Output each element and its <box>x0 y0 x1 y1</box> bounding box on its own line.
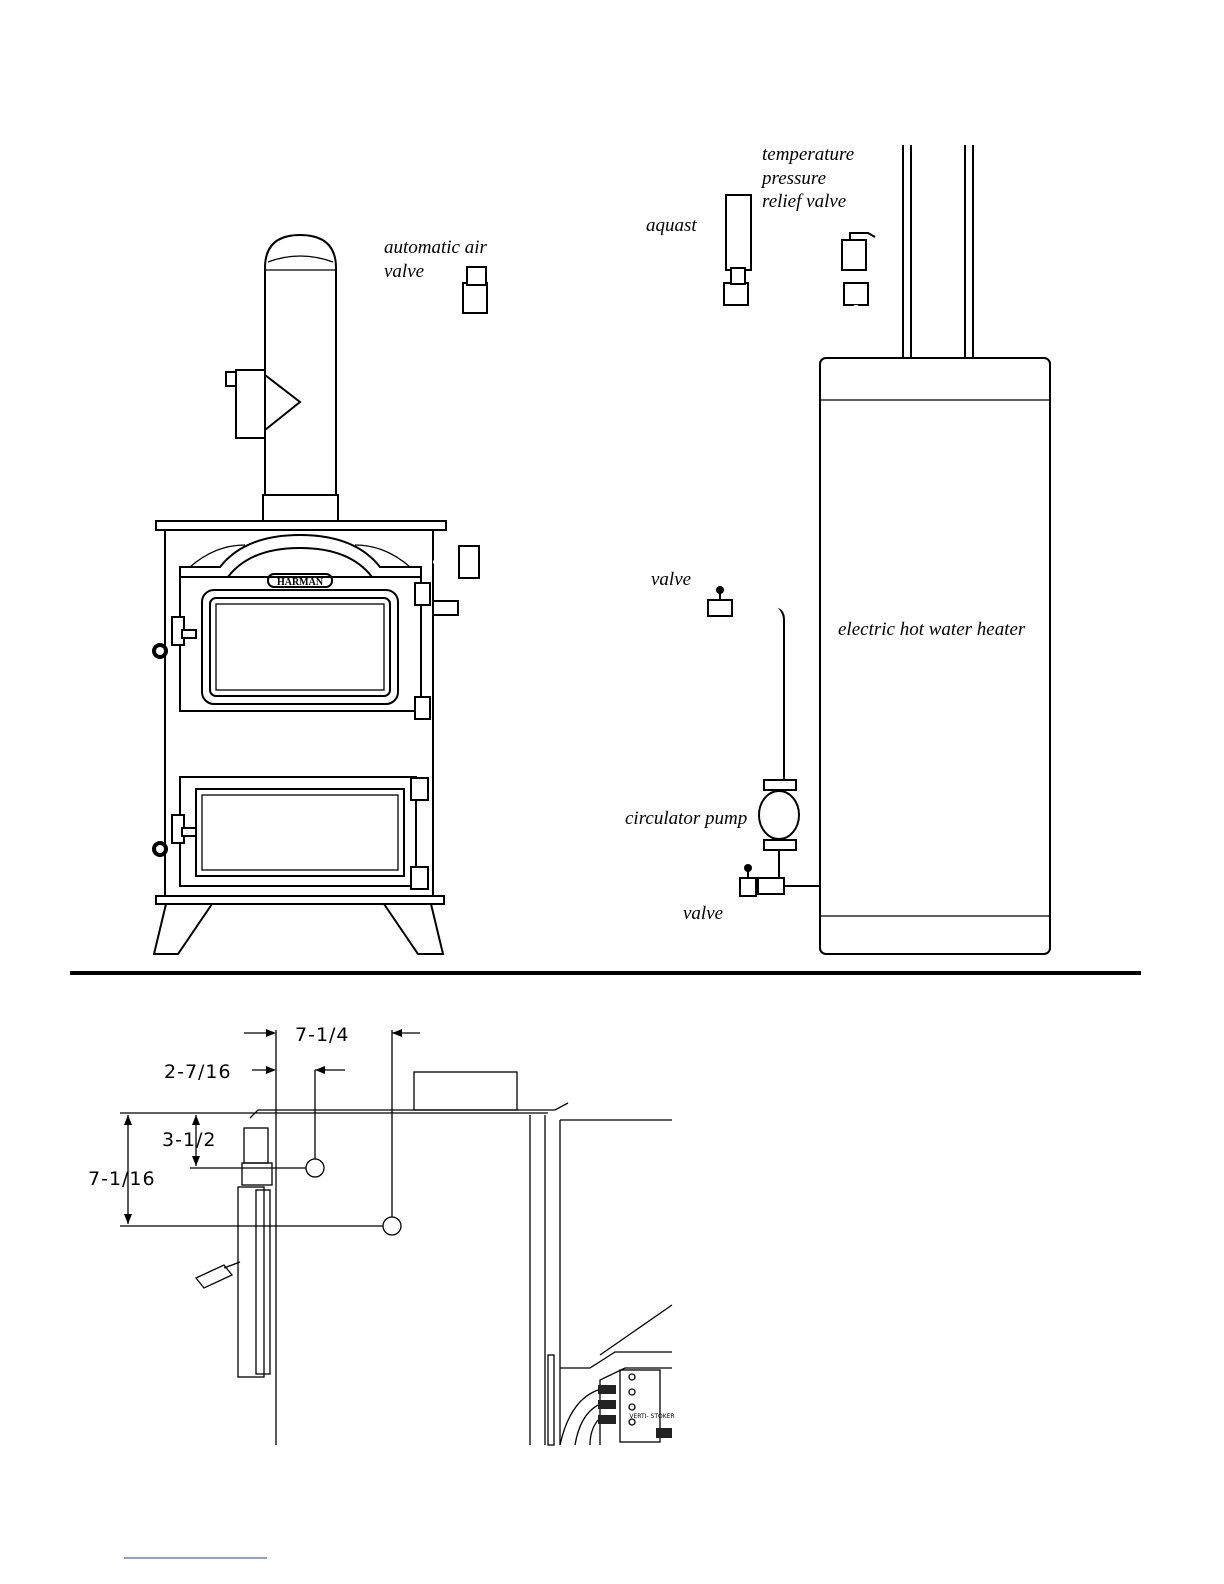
water-heater-label: electric hot water heater <box>838 619 1026 640</box>
air-valve-label-line2: valve <box>384 261 424 282</box>
pipe-fitting-lower <box>383 1217 401 1235</box>
air-valve-label-line1: automatic air <box>384 237 488 258</box>
brand-label: HARMAN <box>277 577 324 588</box>
heater-vent-pipes <box>903 145 973 358</box>
relief-valve-label-line2: pressure <box>760 168 826 189</box>
air-valve-device <box>467 267 486 285</box>
lower-valve-handle <box>740 864 756 896</box>
dim-7-1-4: 7-1/4 <box>295 1024 350 1046</box>
upper-valve-handle <box>716 586 724 600</box>
aquastat-device <box>726 195 751 270</box>
dim-3-1-2: 3-1/2 <box>162 1129 217 1151</box>
dim-7-1-16: 7-1/16 <box>88 1168 156 1190</box>
water-heater <box>820 358 1050 954</box>
dim-2-7-16: 2-7/16 <box>164 1061 232 1083</box>
aquastat-label: aquast <box>646 215 697 236</box>
section-divider <box>70 971 1141 975</box>
stove-illustration: HARMAN <box>152 235 446 954</box>
lower-valve-label: valve <box>683 903 723 924</box>
relief-valve-device <box>842 233 875 270</box>
circulator-pump-label: circulator pump <box>625 808 747 829</box>
stoker-panel-label: VERTI- STOKER <box>629 1413 674 1420</box>
dimension-drawing: VERTI- STOKER <box>120 1029 675 1445</box>
pipe-fitting-upper <box>306 1159 324 1177</box>
upper-valve-label: valve <box>651 569 691 590</box>
relief-valve-label-line1: temperature <box>762 144 854 165</box>
relief-valve-label-line3: relief valve <box>762 191 846 212</box>
